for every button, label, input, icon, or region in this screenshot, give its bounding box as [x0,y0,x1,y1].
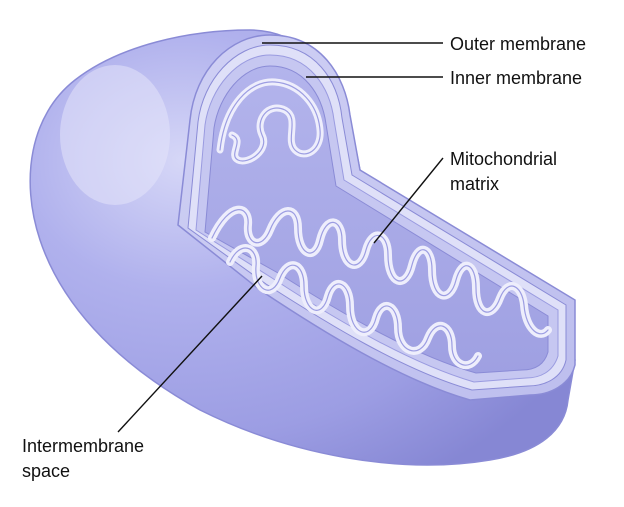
label-intermembrane-space-line1: Intermembrane [22,436,144,456]
label-mitochondrial-matrix-line1: Mitochondrial [450,149,557,169]
label-outer-membrane: Outer membrane [450,34,586,54]
label-mitochondrial-matrix-line2: matrix [450,174,499,194]
body-highlight [60,65,170,205]
label-inner-membrane: Inner membrane [450,68,582,88]
label-intermembrane-space-line2: space [22,461,70,481]
